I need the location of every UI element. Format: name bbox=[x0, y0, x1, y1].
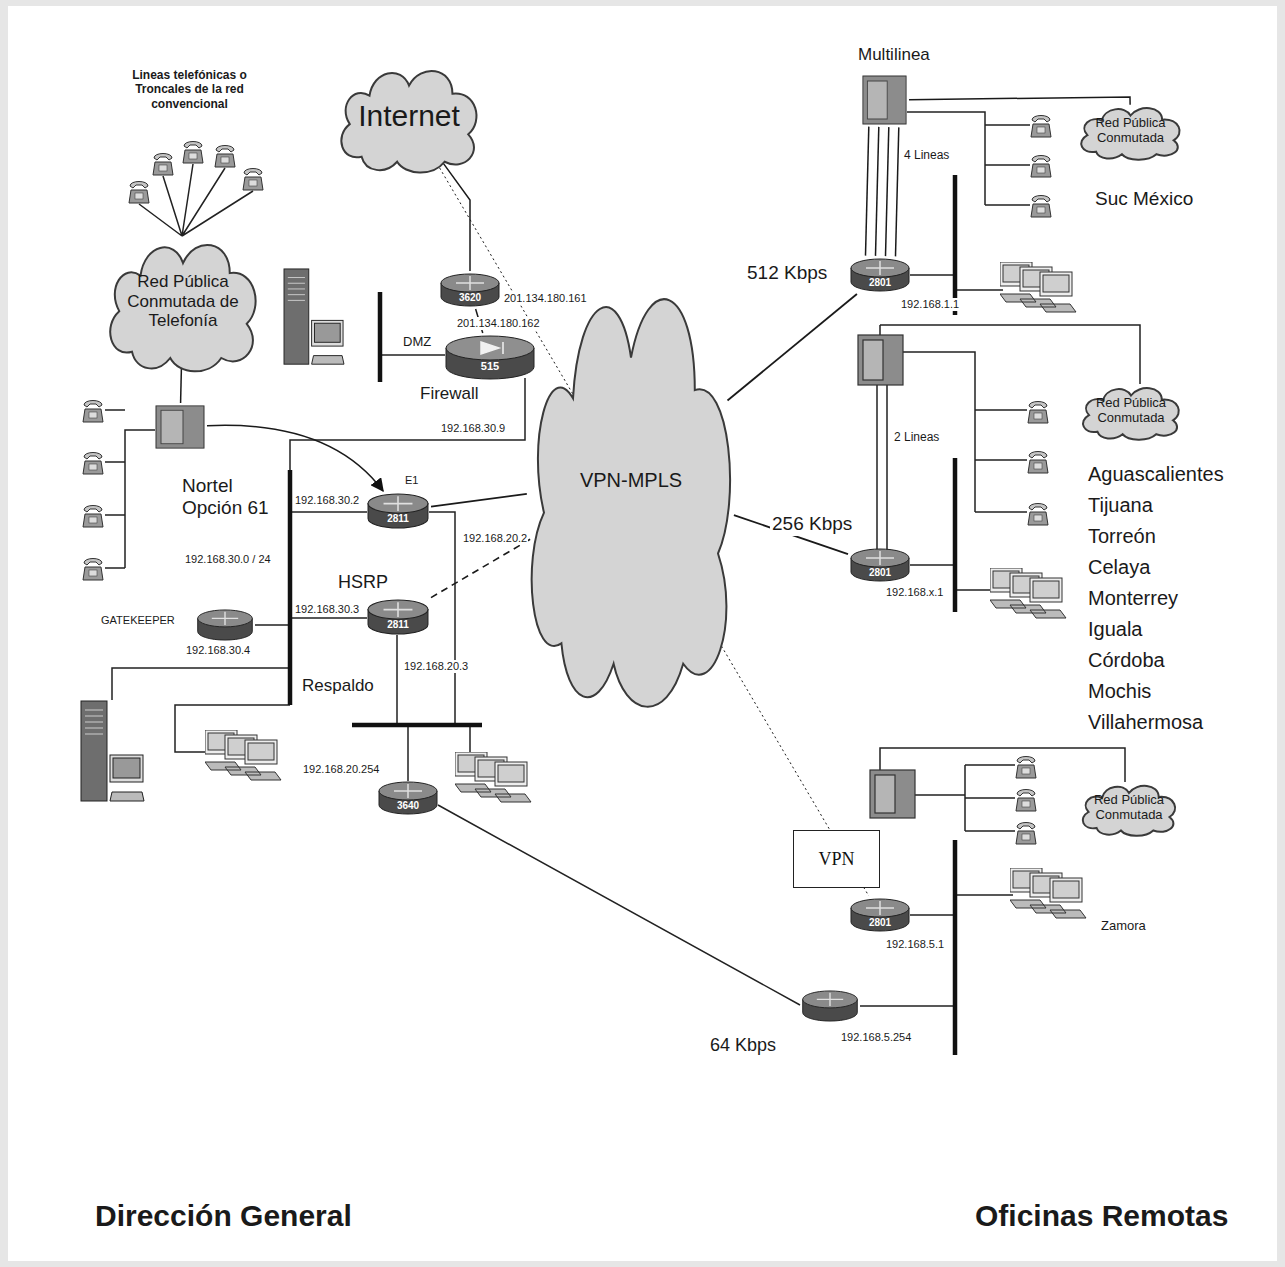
node-outline bbox=[862, 75, 907, 125]
text-label: HSRP bbox=[338, 572, 388, 594]
router-icon: 3620 bbox=[440, 273, 500, 307]
router-icon: 2811 bbox=[367, 599, 429, 635]
node-outline bbox=[445, 335, 535, 380]
text-label: 2 Lineas bbox=[893, 430, 940, 444]
node-label: 2801 bbox=[850, 567, 910, 579]
router-icon: 3640 bbox=[378, 781, 438, 815]
node-label: 2801 bbox=[850, 277, 910, 289]
link-label: E1 bbox=[403, 474, 420, 487]
text-label: 192.168.30.3 bbox=[294, 603, 360, 616]
text-label: 192.168.5.1 bbox=[885, 938, 945, 951]
link-line bbox=[180, 366, 182, 403]
router-icon: 2801 bbox=[850, 898, 910, 932]
text-label: 201.134.180.162 bbox=[456, 317, 541, 330]
node-label: 2811 bbox=[367, 619, 429, 631]
node-label: VPN-MPLS bbox=[566, 469, 696, 492]
node-label: 3640 bbox=[378, 800, 438, 812]
text-label: Suc México bbox=[1095, 188, 1193, 211]
text-label: 192.168.1.1 bbox=[900, 298, 960, 311]
text-label: Dirección General bbox=[95, 1198, 352, 1234]
pstn-cloud: Red Pública Conmutada bbox=[1075, 778, 1183, 838]
link-line bbox=[437, 164, 869, 896]
link-label: 256 Kbps bbox=[770, 513, 854, 536]
internet-cloud: Internet bbox=[330, 55, 488, 177]
node-label: 2801 bbox=[850, 917, 910, 929]
node-label: Multilinea bbox=[858, 45, 968, 65]
node-label: Red Pública Conmutada de Telefonía bbox=[121, 272, 246, 331]
text-label: Tijuana bbox=[1088, 493, 1153, 517]
link-line bbox=[728, 294, 857, 401]
router-icon: 2811 bbox=[367, 493, 429, 529]
node-label: 3620 bbox=[440, 292, 500, 304]
text-label: Córdoba bbox=[1088, 648, 1165, 672]
mpls-cloud: VPN-MPLS bbox=[515, 235, 747, 725]
node-outline bbox=[155, 405, 205, 449]
link-label: 512 Kbps bbox=[745, 262, 829, 285]
text-label: Lineas telefónicas o Troncales de la red… bbox=[112, 68, 267, 111]
vpn-box: VPN bbox=[793, 830, 880, 888]
text-label: 4 Lineas bbox=[903, 148, 950, 162]
text-label: DMZ bbox=[402, 334, 432, 350]
text-label: 192.168.30.2 bbox=[294, 494, 360, 507]
pbx-switch: Nortel Opción 61 bbox=[155, 405, 205, 449]
node-label: 2811 bbox=[367, 513, 429, 525]
text-label: Monterrey bbox=[1088, 586, 1178, 610]
link-line bbox=[431, 539, 531, 598]
link-line bbox=[431, 494, 527, 507]
text-label: 201.134.180.161 bbox=[503, 292, 588, 305]
text-label: 192.168.30.0 / 24 bbox=[184, 553, 272, 566]
pstn-cloud: Red Pública Conmutada bbox=[1073, 100, 1188, 162]
pstn-cloud: Red Pública Conmutada de Telefonía bbox=[98, 225, 268, 377]
text-label: 192.168.x.1 bbox=[885, 586, 945, 599]
pstn-cloud: Red Pública Conmutada bbox=[1075, 380, 1187, 442]
router-icon: 2801 bbox=[850, 258, 910, 292]
node-label: Nortel Opción 61 bbox=[182, 475, 282, 519]
node-label: Red Pública Conmutada bbox=[1090, 396, 1172, 426]
text-label: 192.168.30.9 bbox=[440, 422, 506, 435]
text-label: 192.168.20.2 bbox=[462, 532, 528, 545]
link-line bbox=[207, 425, 383, 491]
text-label: 192.168.20.254 bbox=[302, 763, 380, 776]
node-label: Internet bbox=[344, 99, 474, 134]
text-label: Iguala bbox=[1088, 617, 1143, 641]
node-label: Red Pública Conmutada bbox=[1088, 793, 1170, 823]
firewall-icon: 515 bbox=[445, 335, 535, 380]
text-label: Torreón bbox=[1088, 524, 1156, 548]
link-line bbox=[865, 127, 898, 257]
text-label: Respaldo bbox=[302, 676, 374, 696]
link-line bbox=[909, 97, 1130, 105]
text-label: Zamora bbox=[1100, 918, 1147, 934]
text-label: 192.168.30.4 bbox=[185, 644, 251, 657]
text-label: 192.168.5.254 bbox=[840, 1031, 912, 1044]
text-label: Celaya bbox=[1088, 555, 1150, 579]
text-label: Mochis bbox=[1088, 679, 1151, 703]
text-label: 192.168.20.3 bbox=[403, 660, 469, 673]
text-label: Firewall bbox=[420, 384, 479, 404]
router-icon: 2801 bbox=[850, 548, 910, 582]
node-label: 515 bbox=[445, 360, 535, 373]
pbx-switch: Multilinea bbox=[862, 75, 907, 125]
node-label: VPN bbox=[794, 849, 879, 870]
node-label: Red Pública Conmutada bbox=[1090, 116, 1172, 146]
text-label: Villahermosa bbox=[1088, 710, 1203, 734]
text-label: Aguascalientes bbox=[1088, 462, 1224, 486]
text-label: Oficinas Remotas bbox=[975, 1198, 1228, 1234]
text-label: 64 Kbps bbox=[710, 1035, 776, 1057]
link-line bbox=[442, 162, 470, 271]
text-label: GATEKEEPER bbox=[100, 614, 176, 627]
